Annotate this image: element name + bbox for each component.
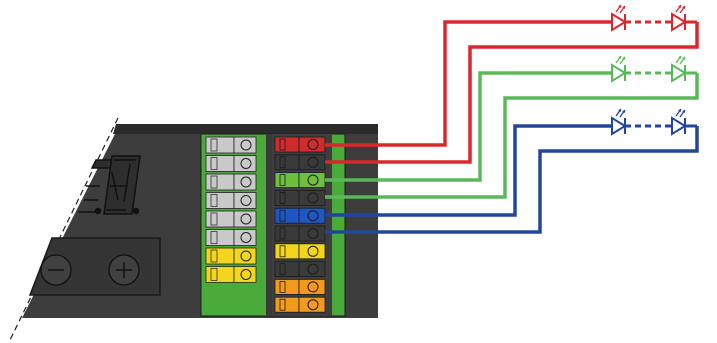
led-icon [671,4,687,32]
led-icon [671,108,687,136]
right-terminal [274,243,326,260]
right-terminal [274,207,326,224]
wire-red-positive [325,20,612,147]
right-terminal [274,296,326,313]
right-terminal [274,189,326,206]
right-terminal [274,172,326,189]
led-icon [671,55,687,83]
wire-red-negative [325,22,699,164]
right-terminal [274,278,326,295]
led-chains [611,4,697,136]
wire-blue-negative [325,126,699,234]
seven-segment-display-icon [78,155,141,215]
cut-edge-line [9,117,119,341]
led-chain-green [611,55,697,83]
wire-blue-positive [325,124,612,217]
led-icon [611,4,627,32]
plus-button[interactable] [108,254,140,286]
right-terminal [274,136,326,153]
controller-top-face [113,124,378,134]
right-terminal [274,261,326,278]
wire-bundle [325,20,699,234]
led-chain-red [611,4,697,32]
left-terminal [205,192,257,209]
plus-icon [116,262,132,278]
right-terminal [274,225,326,242]
left-terminal [205,266,257,283]
led-icon [611,55,627,83]
terminal-divider [266,134,272,316]
left-terminal [205,229,257,246]
minus-button[interactable] [40,254,72,286]
led-chain-blue [611,108,697,136]
right-terminal [274,154,326,171]
led-icon [611,108,627,136]
controller-housing [9,117,378,341]
left-terminal [205,247,257,265]
wire-green-positive [325,71,612,182]
left-terminal [205,155,257,172]
right-terminal-column [274,136,326,313]
left-terminal [205,173,257,191]
left-terminal-column [205,136,257,283]
left-terminal [205,210,257,228]
left-terminal [205,136,257,154]
wire-green-negative [325,73,699,199]
